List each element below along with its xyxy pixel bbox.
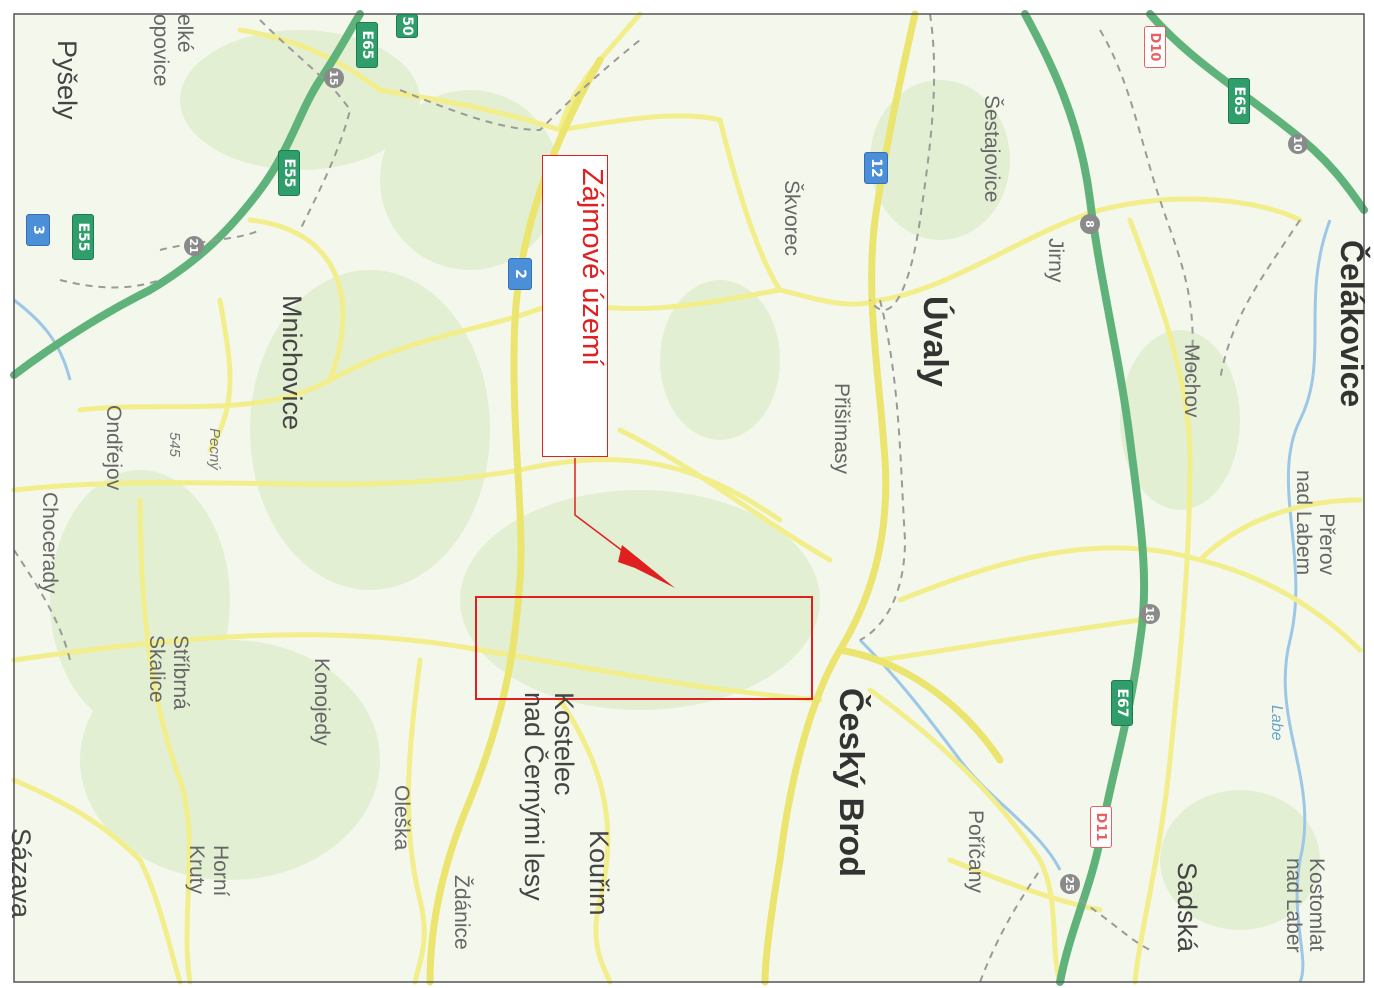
- forest-areas: [50, 30, 1320, 930]
- callout-arrow: [574, 458, 675, 588]
- roads-primary: [426, 10, 1004, 986]
- boundaries: [13, 13, 1301, 983]
- roads-secondary: [11, 11, 1363, 985]
- map-frame: [13, 13, 1365, 983]
- callout-box: [542, 155, 608, 457]
- callout-label: Zájmové území: [576, 168, 608, 367]
- area-of-interest-rectangle[interactable]: [475, 596, 813, 700]
- rivers: [13, 219, 1332, 983]
